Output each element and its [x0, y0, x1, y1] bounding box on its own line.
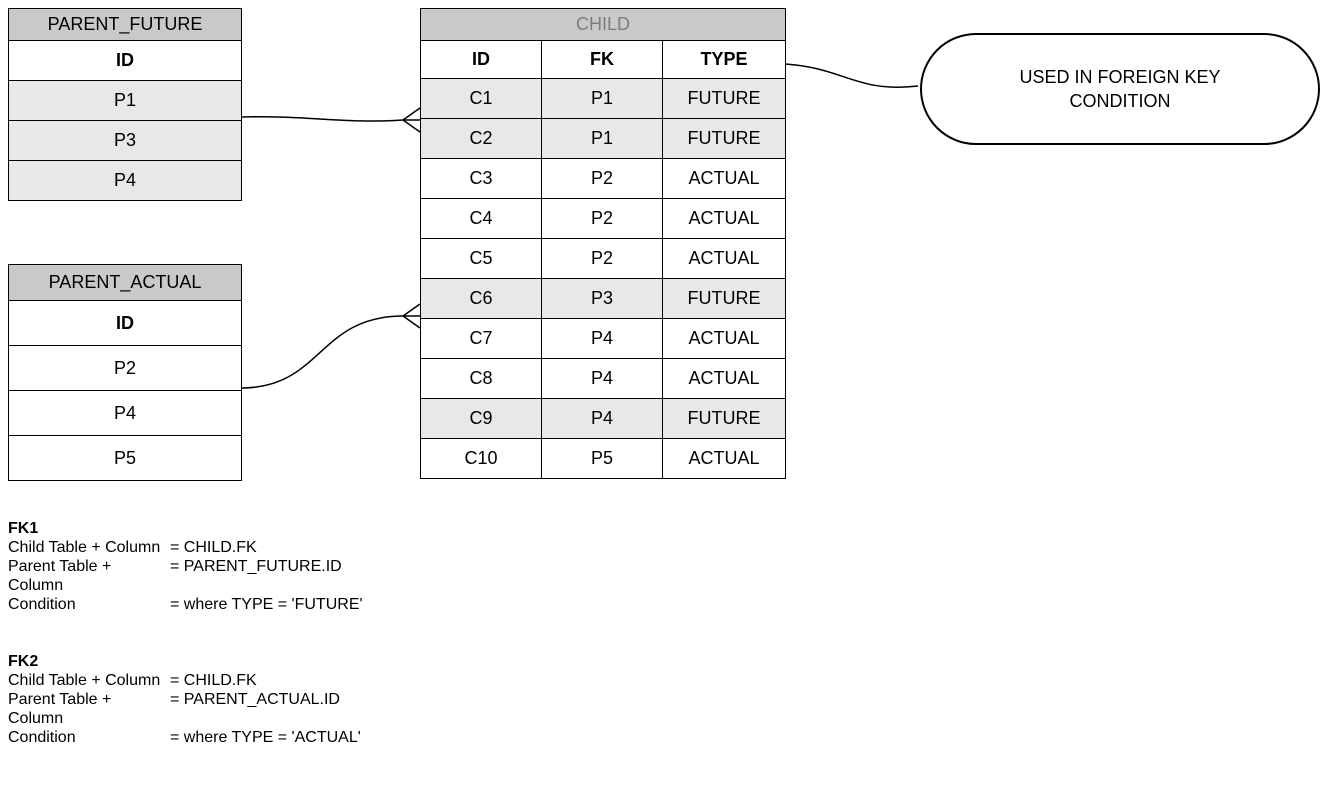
child-id-cell: C8: [420, 358, 542, 399]
parent-actual-title: PARENT_ACTUAL: [8, 264, 242, 301]
child-fk-cell: P4: [541, 318, 663, 359]
child-type-cell: FUTURE: [661, 118, 787, 159]
child-row: C5 P2 ACTUAL: [420, 238, 787, 279]
fk-note-row: Condition = where TYPE = 'ACTUAL': [8, 728, 363, 747]
fk-note-value: = where TYPE = 'FUTURE': [170, 596, 363, 613]
fk-note-row: Condition = where TYPE = 'FUTURE': [8, 595, 363, 614]
parent-future-row-cell: P1: [8, 80, 242, 121]
child-fk-cell: P1: [541, 118, 663, 159]
child-type-header: TYPE: [661, 40, 787, 79]
child-id-cell: C1: [420, 78, 542, 119]
fk2-connector-line: [240, 315, 404, 389]
parent-future-table: PARENT_FUTURE ID P1 P3 P4: [8, 8, 242, 201]
child-fk-cell: P4: [541, 358, 663, 399]
child-row: C9 P4 FUTURE: [420, 398, 787, 439]
child-id-cell: C6: [420, 278, 542, 319]
parent-future-row-cell: P4: [8, 160, 242, 201]
fk-note-label: Child Table + Column: [8, 539, 161, 556]
fk-note-value: = PARENT_ACTUAL.ID: [170, 691, 340, 708]
child-header-row: ID FK TYPE: [420, 40, 787, 79]
fk1-connector-line: [240, 115, 404, 122]
child-type-cell: ACTUAL: [661, 318, 787, 359]
child-id-cell: C4: [420, 198, 542, 239]
child-fk-cell: P4: [541, 398, 663, 439]
child-id-cell: C10: [420, 438, 542, 479]
fk-note-row: Parent Table + Column = PARENT_ACTUAL.ID: [8, 690, 363, 728]
child-type-cell: FUTURE: [661, 278, 787, 319]
child-type-cell: ACTUAL: [661, 238, 787, 279]
child-fk-cell: P2: [541, 198, 663, 239]
child-fk-cell: P2: [541, 238, 663, 279]
fk1-note-title: FK1: [8, 520, 39, 537]
fk-note-value: = CHILD.FK: [170, 672, 257, 689]
fk1-crows-foot-icon: [402, 107, 421, 133]
callout-connector-line: [784, 63, 919, 88]
child-type-cell: FUTURE: [661, 398, 787, 439]
child-id-cell: C3: [420, 158, 542, 199]
fk2-note-block: FK2 Child Table + Column = CHILD.FK Pare…: [8, 652, 363, 747]
fk-note-label: Parent Table + Column: [8, 691, 112, 727]
child-id-cell: C7: [420, 318, 542, 359]
child-fk-cell: P5: [541, 438, 663, 479]
fk-note-row: Child Table + Column = CHILD.FK: [8, 671, 363, 690]
child-row: C2 P1 FUTURE: [420, 118, 787, 159]
child-type-cell: ACTUAL: [661, 358, 787, 399]
fk-note-label: Child Table + Column: [8, 672, 161, 689]
fk2-note-title: FK2: [8, 653, 39, 670]
fk-note-label: Condition: [8, 729, 76, 746]
child-fk-cell: P2: [541, 158, 663, 199]
child-id-cell: C9: [420, 398, 542, 439]
callout-text: USED IN FOREIGN KEY CONDITION: [1019, 67, 1221, 111]
child-title: CHILD: [419, 8, 787, 41]
child-row: C10 P5 ACTUAL: [420, 438, 787, 479]
child-id-header: ID: [420, 40, 542, 79]
fk-note-label: Condition: [8, 596, 76, 613]
fk-notes-section: FK1 Child Table + Column = CHILD.FK Pare…: [8, 519, 363, 747]
parent-future-id-header: ID: [8, 40, 242, 81]
child-type-cell: ACTUAL: [661, 438, 787, 479]
parent-future-row-cell: P3: [8, 120, 242, 161]
parent-actual-id-header: ID: [8, 300, 242, 346]
fk-note-label: Parent Table + Column: [8, 558, 112, 594]
fk-note-value: = PARENT_FUTURE.ID: [170, 558, 342, 575]
child-row: C8 P4 ACTUAL: [420, 358, 787, 399]
parent-future-title: PARENT_FUTURE: [8, 8, 242, 41]
child-row: C6 P3 FUTURE: [420, 278, 787, 319]
child-type-cell: ACTUAL: [661, 198, 787, 239]
child-id-cell: C5: [420, 238, 542, 279]
child-row: C7 P4 ACTUAL: [420, 318, 787, 359]
child-fk-cell: P1: [541, 78, 663, 119]
fk-note-row: Parent Table + Column = PARENT_FUTURE.ID: [8, 557, 363, 595]
child-type-cell: ACTUAL: [661, 158, 787, 199]
fk-note-value: = where TYPE = 'ACTUAL': [170, 729, 361, 746]
child-fk-cell: P3: [541, 278, 663, 319]
parent-actual-table: PARENT_ACTUAL ID P2 P4 P5: [8, 264, 242, 481]
fk-note-value: = CHILD.FK: [170, 539, 257, 556]
fk1-note-block: FK1 Child Table + Column = CHILD.FK Pare…: [8, 519, 363, 614]
child-row: C4 P2 ACTUAL: [420, 198, 787, 239]
parent-actual-row-cell: P2: [8, 345, 242, 391]
fk2-crows-foot-icon: [402, 303, 421, 329]
child-type-cell: FUTURE: [661, 78, 787, 119]
child-row: C3 P2 ACTUAL: [420, 158, 787, 199]
parent-actual-row-cell: P4: [8, 390, 242, 436]
child-table: CHILD ID FK TYPE C1 P1 FUTURE C2 P1 FUTU…: [419, 8, 787, 479]
child-row: C1 P1 FUTURE: [420, 78, 787, 119]
parent-actual-row-cell: P5: [8, 435, 242, 481]
child-id-cell: C2: [420, 118, 542, 159]
fk-note-row: Child Table + Column = CHILD.FK: [8, 538, 363, 557]
child-fk-header: FK: [541, 40, 663, 79]
callout-bubble: USED IN FOREIGN KEY CONDITION: [920, 33, 1320, 145]
